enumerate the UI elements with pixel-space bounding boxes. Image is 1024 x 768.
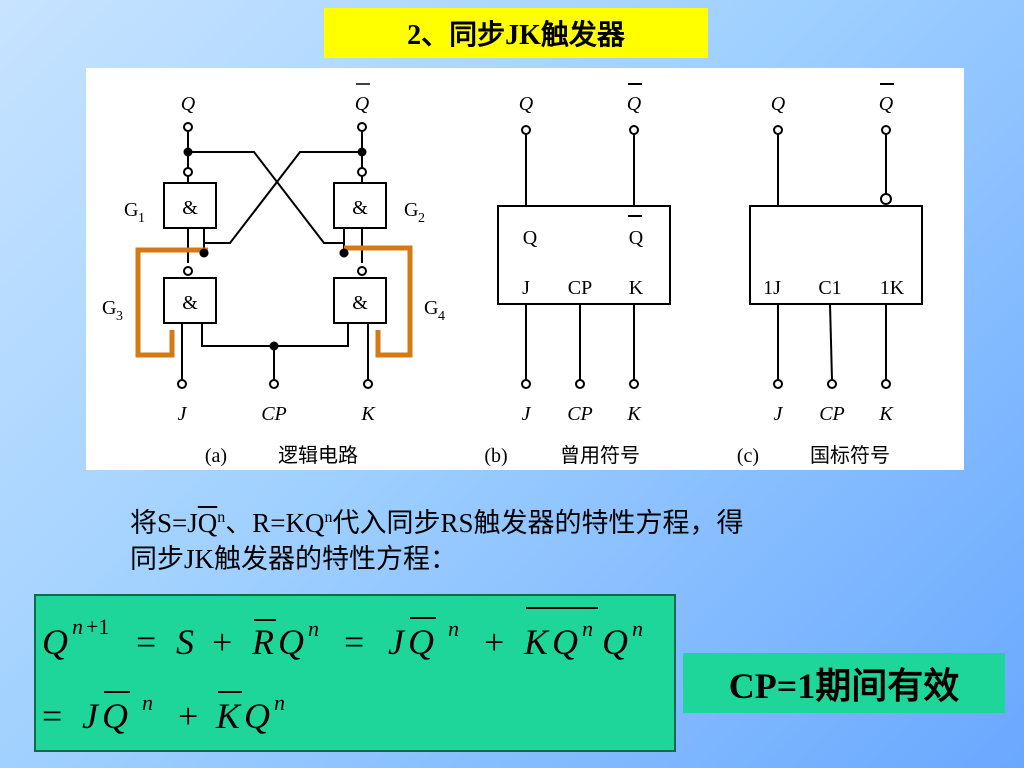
svg-text:n: n xyxy=(448,616,459,641)
b-box-qbar: Q xyxy=(629,227,644,249)
svg-text:+: + xyxy=(484,622,504,662)
svg-text:+1: +1 xyxy=(86,614,109,639)
text-part3: 代入同步RS触发器的特性方程，得 xyxy=(332,508,744,538)
svg-text:K: K xyxy=(523,622,550,662)
g1-sub: 1 xyxy=(138,211,145,226)
a-cp-label: CP xyxy=(261,403,287,425)
text-part1-sup: n xyxy=(217,509,226,526)
b-box-cp: CP xyxy=(568,277,592,299)
c-qbar-label: Q xyxy=(879,93,894,115)
c-caption: 国标符号 xyxy=(810,444,890,467)
svg-text:Q: Q xyxy=(42,622,68,662)
equation-line2: = J Q n + K Q n xyxy=(42,690,285,736)
g4-amp: & xyxy=(352,292,368,314)
b-box-k: K xyxy=(629,277,644,299)
g1-label: G xyxy=(124,199,138,221)
old-symbol xyxy=(497,83,671,380)
b-box-j: J xyxy=(522,277,530,299)
svg-text:n: n xyxy=(582,616,593,641)
c-j-label: J xyxy=(774,403,784,425)
svg-text:=: = xyxy=(42,696,62,736)
equation-line1: Q n +1 = S + R Q n = J Q n + K Q n Q n xyxy=(42,607,643,662)
c-box-1j: 1J xyxy=(763,277,781,299)
c-caption-tag: (c) xyxy=(737,445,759,467)
svg-text:J: J xyxy=(82,696,100,736)
g4-sub: 4 xyxy=(438,309,445,324)
a-qbar-label: Q xyxy=(355,93,370,115)
svg-text:=: = xyxy=(344,622,364,662)
a-j-label: J xyxy=(178,403,188,425)
svg-text:Q: Q xyxy=(408,622,434,662)
b-cp-label: CP xyxy=(567,403,593,425)
svg-text:Q: Q xyxy=(244,696,270,736)
svg-text:S: S xyxy=(176,622,194,662)
svg-text:Q: Q xyxy=(102,696,128,736)
svg-text:n: n xyxy=(308,616,319,641)
svg-text:n: n xyxy=(632,616,643,641)
a-caption-tag: (a) xyxy=(205,445,227,467)
svg-text:n: n xyxy=(72,614,83,639)
svg-text:J: J xyxy=(388,622,406,662)
g2-sub: 2 xyxy=(418,211,425,226)
g2-amp: & xyxy=(352,197,368,219)
feedback-wires xyxy=(135,245,413,358)
b-qbar-label: Q xyxy=(627,93,642,115)
text-part2: 、R=KQ xyxy=(225,508,325,538)
characteristic-equation: Q n +1 = S + R Q n = J Q n + K Q n Q n =… xyxy=(34,594,676,752)
b-j-label: J xyxy=(522,403,532,425)
text-part1: 将S=J xyxy=(130,508,198,538)
svg-text:=: = xyxy=(136,622,156,662)
b-box-q: Q xyxy=(523,227,538,249)
svg-text:R: R xyxy=(251,622,274,662)
g4-label: G xyxy=(424,297,438,319)
svg-text:Q: Q xyxy=(278,622,304,662)
g3-label: G xyxy=(102,297,116,319)
c-q-label: Q xyxy=(771,93,786,115)
text-line2: 同步JK触发器的特性方程： xyxy=(130,544,458,574)
logic-circuit xyxy=(163,131,387,380)
text-part2-sup: n xyxy=(324,509,333,526)
b-k-label: K xyxy=(626,403,642,425)
slide-title: 2、同步JK触发器 xyxy=(324,8,708,58)
svg-text:+: + xyxy=(178,696,198,736)
b-caption: 曾用符号 xyxy=(560,444,640,467)
c-k-label: K xyxy=(878,403,894,425)
text-part1-overline: Q xyxy=(197,508,218,538)
c-box-1k: 1K xyxy=(880,277,905,299)
b-q-label: Q xyxy=(519,93,534,115)
explanation-text: 将S=JQn、R=KQn代入同步RS触发器的特性方程，得 同步JK触发器的特性方… xyxy=(130,500,950,577)
g3-sub: 3 xyxy=(116,309,123,324)
c-cp-label: CP xyxy=(819,403,845,425)
g2-label: G xyxy=(404,199,418,221)
svg-text:n: n xyxy=(142,690,153,715)
svg-text:K: K xyxy=(215,696,242,736)
c-box-c1: C1 xyxy=(818,277,841,299)
circuit-diagram-panel: Q Q & & & & G 1 G 2 G 3 G 4 J CP K (a) 逻… xyxy=(86,68,964,470)
cp-valid-note: CP=1期间有效 xyxy=(683,653,1005,713)
svg-text:Q: Q xyxy=(602,622,628,662)
b-caption-tag: (b) xyxy=(484,445,507,467)
g3-amp: & xyxy=(182,292,198,314)
a-k-label: K xyxy=(360,403,376,425)
svg-text:+: + xyxy=(212,622,232,662)
a-caption: 逻辑电路 xyxy=(278,444,358,467)
standard-symbol xyxy=(749,83,923,381)
svg-text:Q: Q xyxy=(552,622,578,662)
a-q-label: Q xyxy=(181,93,196,115)
svg-text:n: n xyxy=(274,690,285,715)
g1-amp: & xyxy=(182,197,198,219)
